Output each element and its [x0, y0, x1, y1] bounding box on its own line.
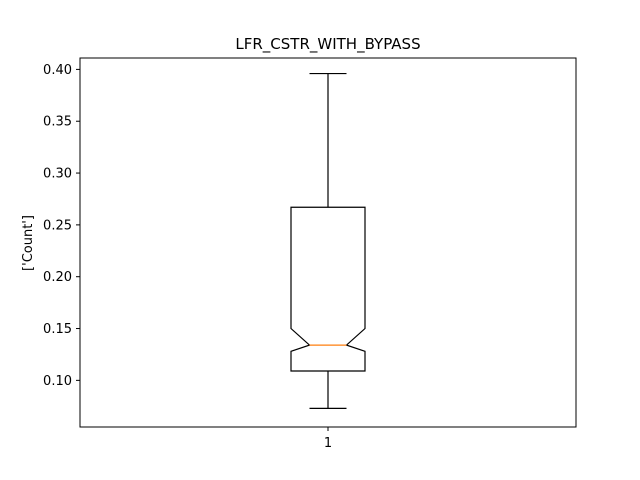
y-tick-label: 0.15 — [43, 322, 72, 337]
boxplot-series — [290, 72, 366, 409]
chart-title: LFR_CSTR_WITH_BYPASS — [235, 35, 420, 54]
notched-box — [290, 206, 366, 372]
y-tick-label: 0.30 — [43, 167, 72, 182]
plot-frame — [79, 57, 577, 428]
y-tick-label: 0.25 — [43, 218, 72, 233]
x-tick-label: 1 — [324, 436, 332, 451]
y-axis-label: ['Count'] — [21, 215, 36, 271]
y-tick-label: 0.20 — [43, 270, 72, 285]
y-axis: 0.10 0.15 0.20 0.25 0.30 0.35 0.40 — [43, 63, 80, 389]
y-tick-label: 0.10 — [43, 374, 72, 389]
x-axis: 1 — [324, 427, 332, 451]
y-tick-label: 0.35 — [43, 115, 72, 130]
box-group — [290, 72, 366, 409]
y-tick-label: 0.40 — [43, 63, 72, 78]
